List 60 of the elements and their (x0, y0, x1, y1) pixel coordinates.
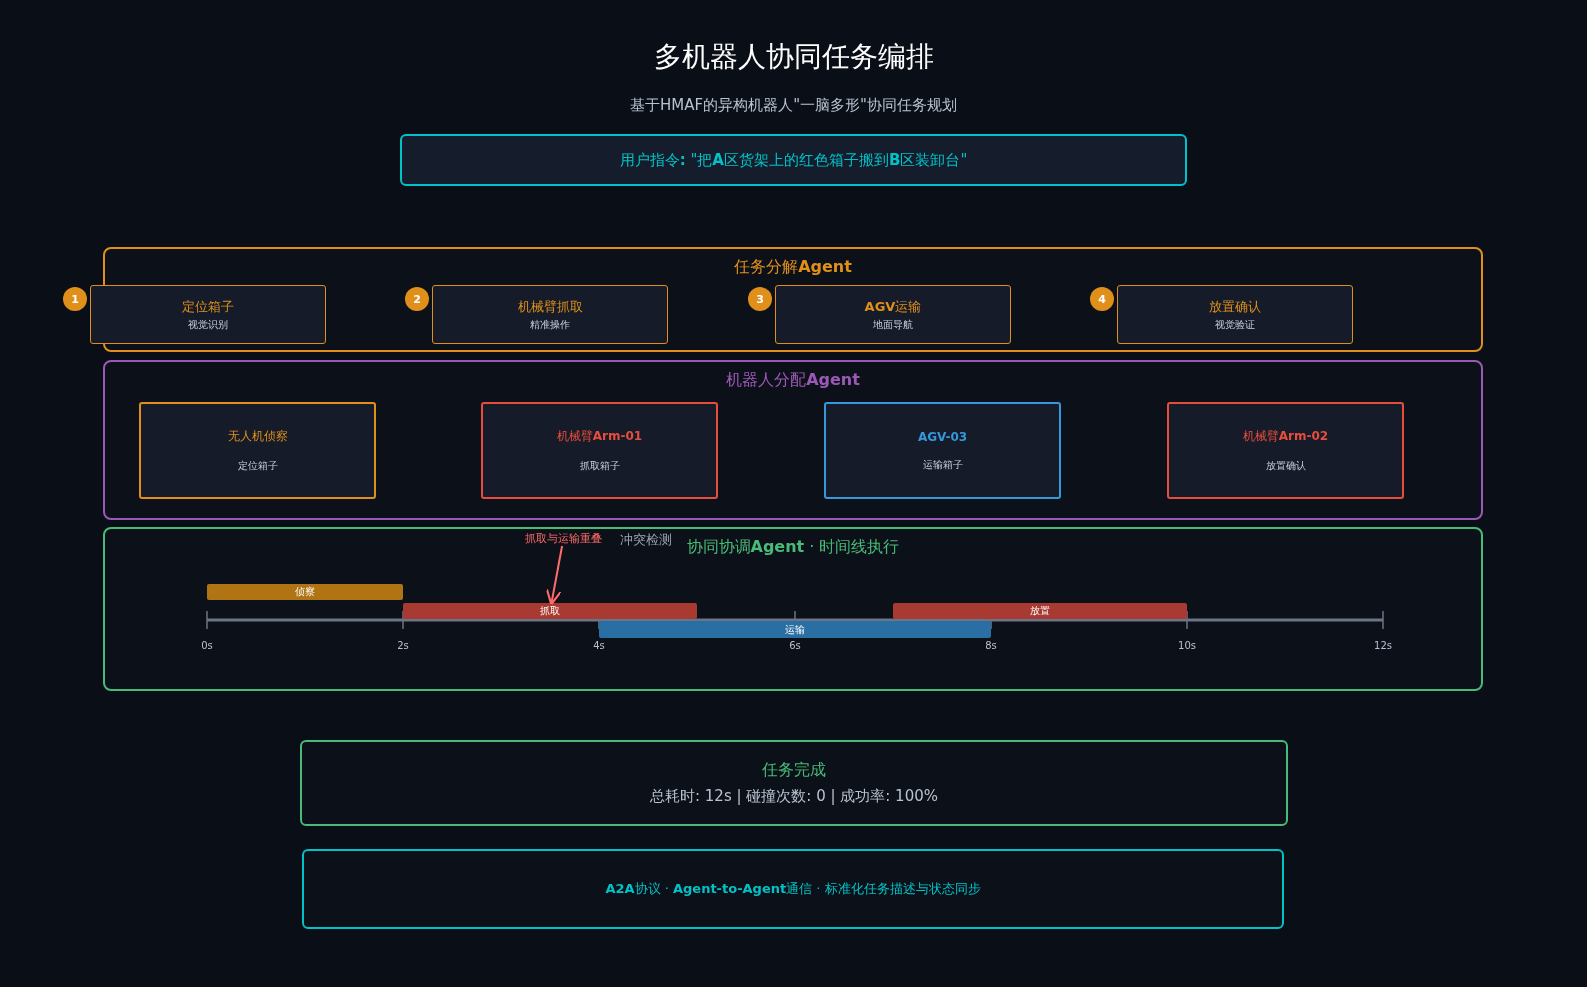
box-text: 用户指令: "把A区货架上的红色箱子搬到B区装卸台" (619, 150, 968, 170)
task-card (1117, 285, 1353, 344)
step-number-badge: 1 (63, 287, 87, 311)
tick-label: 4s (592, 640, 606, 651)
tick-label: 0s (200, 640, 214, 651)
robot-card (824, 402, 1061, 499)
card-subtitle: 精准操作 (530, 317, 570, 332)
timeline-bar (599, 621, 991, 638)
result-box (300, 740, 1288, 826)
subtitle: 基于HMAF的异构机器人"一脑多形"协同任务规划 (629, 96, 958, 115)
agent-panel (103, 360, 1483, 520)
robot-card (1167, 402, 1404, 499)
card-subtitle: 视觉识别 (188, 317, 228, 332)
task-card (432, 285, 668, 344)
leader-arrow (545, 545, 564, 606)
tick-label: 10s (1177, 640, 1197, 651)
panel-title: 任务分解Agent (734, 257, 852, 278)
tick-label: 6s (788, 640, 802, 651)
step-number-badge: 2 (405, 287, 429, 311)
card-title: 放置确认 (1209, 297, 1261, 316)
robot-card (139, 402, 376, 499)
robot-card (481, 402, 718, 499)
protocol-box (302, 849, 1284, 929)
task-card (90, 285, 326, 344)
result-stats: 总耗时: 12s | 碰撞次数: 0 | 成功率: 100% (650, 787, 938, 806)
task-card (775, 285, 1011, 344)
bar-label: 放置 (1030, 604, 1050, 618)
box-text: A2A协议 · Agent-to-Agent通信 · 标准化任务描述与状态同步 (605, 880, 981, 898)
tick-label: 12s (1373, 640, 1393, 651)
step-number-badge: 3 (748, 287, 772, 311)
timeline-bar (403, 603, 697, 619)
tick-label: 2s (396, 640, 410, 651)
timeline-bar (207, 584, 403, 600)
card-title: 机械臂Arm-01 (556, 428, 643, 445)
card-subtitle: 地面导航 (873, 317, 913, 332)
bar-label: 侦察 (295, 585, 315, 599)
result-title: 任务完成 (762, 760, 826, 781)
card-subtitle: 定位箱子 (237, 459, 278, 473)
card-title: 机械臂Arm-02 (1242, 428, 1329, 445)
card-title: 定位箱子 (182, 297, 234, 316)
card-title: 机械臂抓取 (517, 297, 583, 316)
card-title: AGV-03 (917, 429, 968, 444)
card-subtitle: 运输箱子 (922, 457, 963, 472)
card-title: 无人机侦察 (227, 428, 288, 445)
annotation-label: 抓取与运输重叠 (525, 531, 602, 546)
hidden-note-text: 冲突检测 (620, 531, 672, 549)
panel-title: 机器人分配Agent (726, 370, 860, 391)
bar-label: 抓取 (540, 604, 560, 618)
instruction-box (400, 134, 1187, 186)
agent-panel (103, 527, 1483, 691)
tick-label: 8s (984, 640, 998, 651)
page-title: 多机器人协同任务编排 (652, 39, 935, 75)
panel-title: 协同协调Agent · 时间线执行 (686, 537, 900, 558)
card-title: AGV运输 (864, 297, 922, 316)
card-subtitle: 放置确认 (1265, 459, 1306, 473)
bar-label: 运输 (785, 622, 805, 637)
step-number-badge: 4 (1090, 287, 1114, 311)
card-subtitle: 视觉验证 (1215, 317, 1255, 332)
card-subtitle: 抓取箱子 (579, 459, 620, 473)
timeline-bar (893, 603, 1187, 619)
